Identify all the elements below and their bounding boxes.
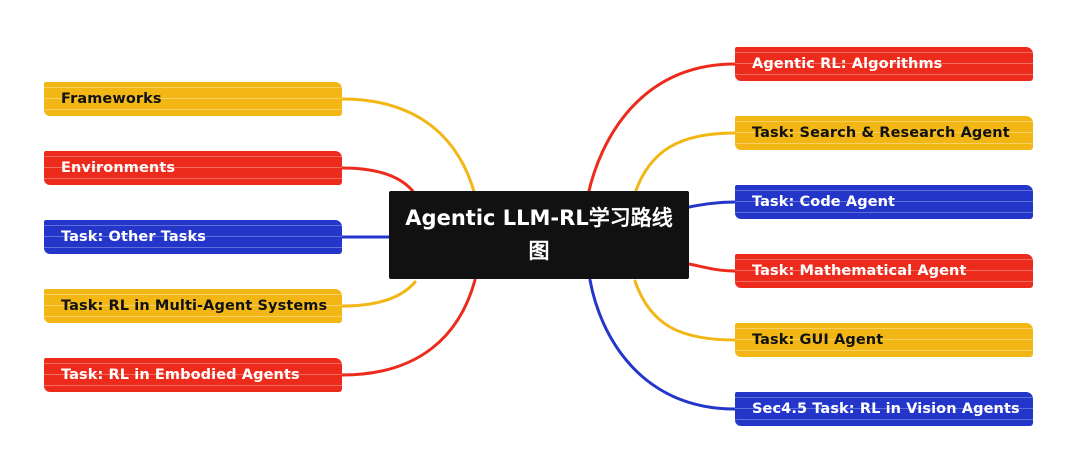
- branch-label: Frameworks: [61, 91, 162, 107]
- branch-mathematical-agent: Task: Mathematical Agent: [735, 254, 1033, 288]
- branch-label: Task: Mathematical Agent: [752, 263, 967, 279]
- branch-embodied-agents: Task: RL in Embodied Agents: [44, 358, 342, 392]
- connector-search-agent: [633, 131, 737, 195]
- branch-label: Task: Other Tasks: [61, 229, 206, 245]
- connector-code-agent: [687, 200, 737, 209]
- connector-embodied: [340, 278, 477, 377]
- connector-vision-agents: [588, 278, 737, 411]
- branch-environments: Environments: [44, 151, 342, 185]
- connector-algorithms: [586, 62, 737, 197]
- connector-frameworks: [340, 97, 477, 197]
- branch-frameworks: Frameworks: [44, 82, 342, 116]
- branch-code-agent: Task: Code Agent: [735, 185, 1033, 219]
- branch-vision-agents: Sec4.5 Task: RL in Vision Agents: [735, 392, 1033, 426]
- branch-other-tasks: Task: Other Tasks: [44, 220, 342, 254]
- branch-gui-agent: Task: GUI Agent: [735, 323, 1033, 357]
- branch-label: Sec4.5 Task: RL in Vision Agents: [752, 401, 1020, 417]
- connector-math-agent: [687, 262, 737, 273]
- branch-agentic-rl-algorithms: Agentic RL: Algorithms: [735, 47, 1033, 81]
- connector-environments: [340, 166, 417, 196]
- branch-label: Environments: [61, 160, 176, 176]
- connector-multi-agent: [340, 280, 417, 308]
- branch-label: Task: RL in Embodied Agents: [61, 367, 300, 383]
- branch-multi-agent-systems: Task: RL in Multi-Agent Systems: [44, 289, 342, 323]
- branch-search-research-agent: Task: Search & Research Agent: [735, 116, 1033, 150]
- branch-label: Agentic RL: Algorithms: [752, 56, 943, 72]
- branch-label: Task: Code Agent: [752, 194, 896, 210]
- branch-label: Task: Search & Research Agent: [752, 125, 1010, 141]
- central-topic: Agentic LLM-RL学习路线图: [389, 191, 689, 279]
- branch-label: Task: RL in Multi-Agent Systems: [61, 298, 328, 314]
- branch-label: Task: GUI Agent: [752, 332, 884, 348]
- central-topic-title: Agentic LLM-RL学习路线图: [405, 206, 673, 263]
- connector-gui-agent: [633, 279, 737, 342]
